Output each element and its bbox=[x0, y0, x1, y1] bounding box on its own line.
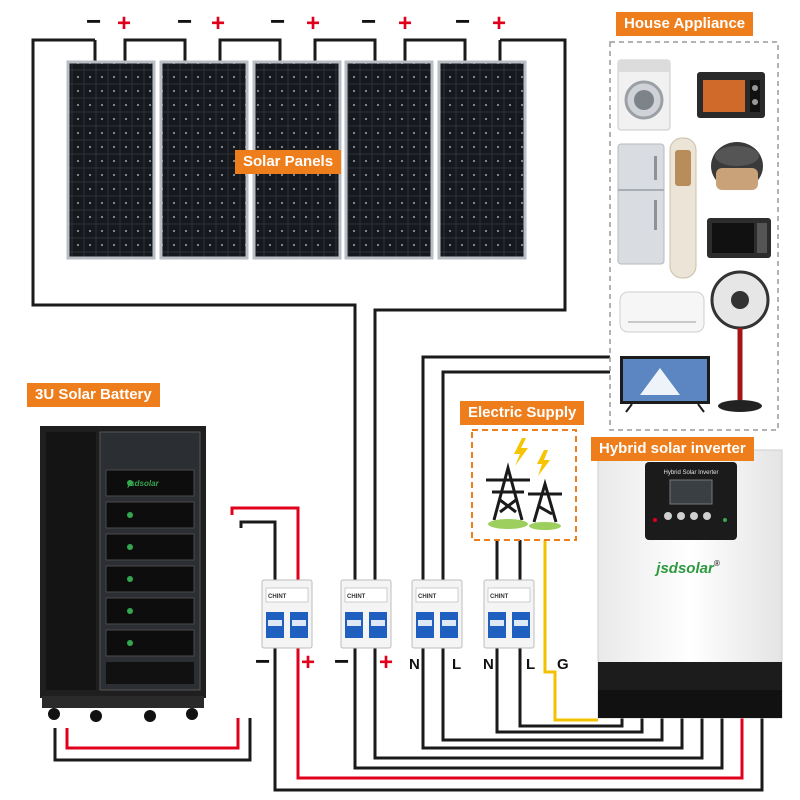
load-l-return bbox=[441, 648, 664, 742]
solar-panel bbox=[344, 60, 434, 260]
inverter-panel-title: Hybrid Solar Inverter bbox=[663, 470, 718, 476]
battery-positive-terminal: + bbox=[301, 649, 316, 676]
grid-n-return bbox=[495, 648, 644, 734]
pv-positive-wire bbox=[373, 38, 567, 580]
panel-1-negative-terminal: − bbox=[86, 6, 102, 36]
battery-bottom-red-wire bbox=[65, 718, 240, 750]
grass-patch bbox=[529, 522, 561, 530]
battery-positive-wire bbox=[230, 506, 300, 580]
battery-rack bbox=[40, 426, 206, 722]
washing-machine-icon bbox=[617, 59, 671, 131]
battery-negative-terminal: − bbox=[255, 646, 271, 676]
inverter-screen bbox=[669, 479, 713, 505]
pv-positive-terminal: + bbox=[379, 649, 394, 676]
breaker-grid bbox=[483, 579, 535, 649]
pv-positive-return bbox=[373, 648, 704, 760]
panel-jumper-4 bbox=[403, 38, 467, 62]
solar-panel-array bbox=[66, 60, 527, 260]
grid-l-terminal: L bbox=[452, 656, 462, 673]
panel-2-negative-terminal: − bbox=[177, 6, 193, 36]
ground-wire bbox=[543, 540, 598, 722]
pv-negative-return bbox=[353, 648, 724, 770]
stand-fan-icon bbox=[710, 270, 770, 412]
panel-5-positive-terminal: + bbox=[492, 10, 507, 37]
tower-ac-icon bbox=[669, 137, 697, 279]
oven-icon bbox=[697, 72, 765, 118]
solar-panel bbox=[437, 60, 527, 260]
grid-l-return bbox=[518, 648, 624, 728]
microwave-icon bbox=[707, 218, 771, 258]
grass-patch bbox=[488, 519, 528, 529]
panel-jumper-1 bbox=[123, 38, 187, 62]
battery-bottom-black-wire bbox=[53, 718, 252, 762]
breaker-brand-labels: CHINT CHINT CHINT CHINT bbox=[268, 594, 509, 600]
grid-n-terminal: N bbox=[409, 656, 420, 673]
panel-3-negative-terminal: − bbox=[270, 6, 286, 36]
inverter-label: Hybrid solar inverter bbox=[591, 437, 754, 461]
split-ac-icon bbox=[619, 291, 705, 333]
panel-4-negative-terminal: − bbox=[361, 6, 377, 36]
panel-3-positive-terminal: + bbox=[306, 10, 321, 37]
load-n-return bbox=[421, 648, 684, 750]
load-n-terminal: N bbox=[483, 656, 494, 673]
electric-supply-label: Electric Supply bbox=[460, 401, 585, 425]
battery-negative-return bbox=[273, 648, 764, 792]
pv-negative-terminal: − bbox=[334, 646, 350, 676]
load-l-wire bbox=[441, 370, 610, 580]
pv-negative-wire bbox=[31, 38, 357, 580]
hybrid-inverter: Hybrid Solar Inverter jsdsolar® bbox=[597, 449, 783, 719]
battery-negative-wire bbox=[239, 520, 277, 580]
breaker-brand: CHINT bbox=[490, 594, 509, 600]
transmission-tower-icon bbox=[486, 462, 562, 523]
fridge-icon bbox=[617, 143, 665, 265]
battery-positive-return bbox=[296, 648, 744, 780]
panel-2-positive-terminal: + bbox=[211, 10, 226, 37]
breaker-brand: CHINT bbox=[268, 594, 287, 600]
load-n-wire bbox=[421, 355, 610, 580]
panel-1-positive-terminal: + bbox=[117, 10, 132, 37]
panel-jumper-3 bbox=[313, 38, 377, 62]
breaker-brand: CHINT bbox=[418, 594, 437, 600]
load-l-terminal: L bbox=[526, 656, 536, 673]
panel-4-positive-terminal: + bbox=[398, 10, 413, 37]
battery-brand: jsdsolar bbox=[128, 479, 159, 488]
panel-jumper-2 bbox=[218, 38, 282, 62]
inverter-buttons bbox=[664, 512, 711, 520]
panel-5-negative-terminal: − bbox=[455, 6, 471, 36]
rice-cooker-icon bbox=[711, 142, 763, 190]
solar-panels-label: Solar Panels bbox=[235, 150, 342, 174]
lightning-bolt-icon bbox=[514, 438, 550, 476]
breaker-load bbox=[411, 579, 463, 649]
breaker-battery bbox=[261, 579, 313, 649]
wiring bbox=[31, 38, 764, 792]
tv-icon bbox=[620, 356, 710, 413]
breaker-brand: CHINT bbox=[347, 594, 366, 600]
solar-panel bbox=[159, 60, 249, 260]
inverter-brand: jsdsolar® bbox=[654, 559, 720, 577]
breaker-pv bbox=[340, 579, 392, 649]
house-appliance-label: House Appliance bbox=[616, 12, 754, 36]
solar-panel bbox=[66, 60, 156, 260]
ground-terminal: G bbox=[557, 656, 569, 673]
battery-label: 3U Solar Battery bbox=[27, 383, 160, 407]
